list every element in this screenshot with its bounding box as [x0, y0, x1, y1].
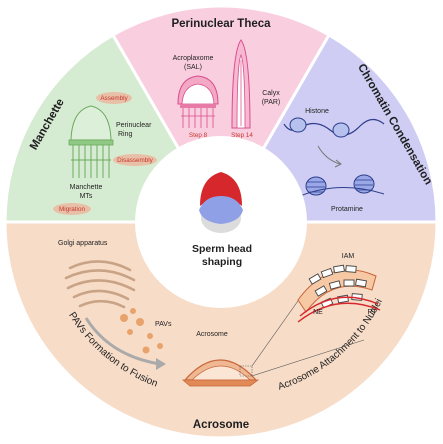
section-title-perinuclear-theca: Perinuclear Theca	[171, 18, 271, 30]
manchette-structure-icon	[68, 105, 114, 178]
migration-label: Migration	[59, 206, 85, 213]
par-label: (PAR)	[262, 99, 281, 106]
acrosome-content: Golgi apparatus PAVs Acrosome IA	[58, 240, 381, 387]
fusion-arrow-icon	[84, 317, 161, 366]
protamine-icons	[299, 174, 385, 197]
pav-vesicles-icon	[120, 308, 163, 354]
iam-label: IAM	[342, 253, 355, 260]
condense-arrow-icon	[317, 145, 341, 165]
golgi-label: Golgi apparatus	[58, 240, 108, 247]
pt-label: PT	[368, 309, 378, 316]
assembly-badge	[96, 92, 132, 104]
manchette-mts-label-2: MTs	[80, 193, 93, 200]
pavs-label: PAVs	[155, 321, 172, 328]
center-title-line2: shaping	[202, 256, 242, 268]
protamine-label: Protamine	[331, 206, 363, 213]
perinuclear-ring-label-2: Ring	[118, 131, 133, 138]
sector-perinuclear-theca	[110, 4, 332, 225]
disassembly-badge	[113, 154, 157, 166]
acroplaxome-label: Acroplaxome	[173, 55, 214, 62]
histone-icons	[289, 117, 350, 138]
sperm-head-icon	[199, 172, 243, 233]
acrosome-label: Acrosome	[196, 331, 228, 338]
sal-label: (SAL)	[184, 64, 202, 71]
step8-head-icon	[177, 75, 219, 128]
zoom-lines	[251, 297, 365, 377]
step14-head-icon	[231, 39, 251, 129]
acrosome-cap-icon	[181, 359, 260, 387]
acrosome-attachment-zoom-icon	[297, 264, 381, 323]
perinuclear-theca-content: Acroplaxome (SAL) Step 8 Step 14 Calyx (…	[173, 39, 281, 139]
step8-label: Step 8	[189, 132, 208, 139]
migration-badge	[53, 203, 91, 215]
histone-label: Histone	[305, 108, 329, 115]
calyx-label: Calyx	[262, 90, 280, 97]
section-title-acrosome: Acrosome	[193, 419, 249, 431]
center-hub: Sperm head shaping	[135, 136, 307, 308]
step14-label: Step 14	[231, 132, 253, 139]
perinuclear-ring-label-1: Perinuclear	[116, 122, 152, 129]
center-title-line1: Sperm head	[192, 243, 252, 255]
manchette-content: Assembly Perinuclear Ring Disassembly Ma…	[53, 92, 157, 215]
disassembly-label: Disassembly	[117, 157, 154, 164]
golgi-apparatus-icon	[64, 260, 136, 309]
ne-label: NE	[313, 309, 323, 316]
manchette-mts-label-1: Manchette	[70, 184, 103, 191]
chromatin-content: Histone Protamine	[283, 108, 385, 213]
assembly-label: Assembly	[100, 95, 128, 102]
